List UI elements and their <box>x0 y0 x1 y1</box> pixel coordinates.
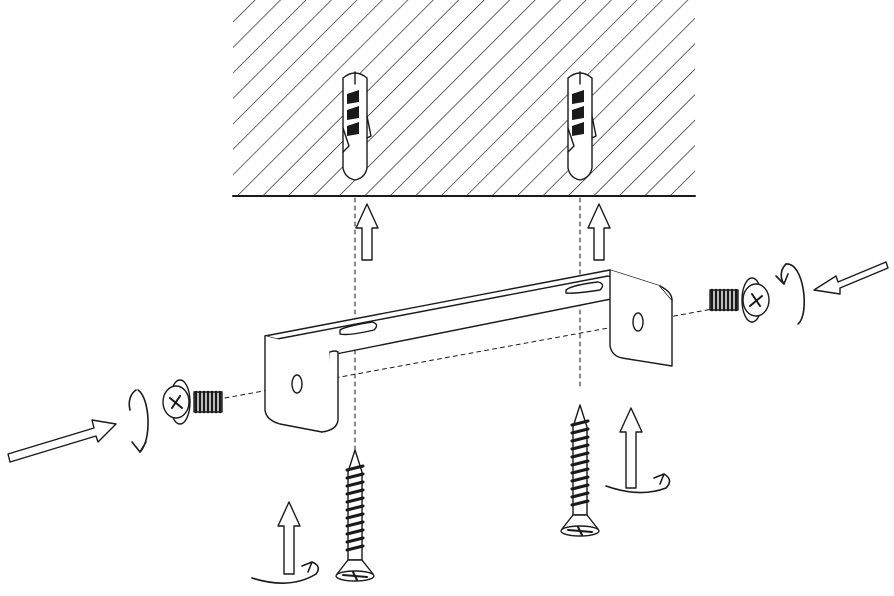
wood-screw-left <box>334 448 376 583</box>
rotation-arrow-icon <box>128 389 149 453</box>
hatched-wall <box>232 0 696 197</box>
wall-anchor-left <box>342 71 372 181</box>
wall-anchor-right <box>567 71 597 181</box>
up-arrow-icon <box>619 407 643 489</box>
straight-arrow-icon <box>7 419 117 463</box>
u-bracket <box>264 269 673 433</box>
up-arrow-icon <box>355 203 379 261</box>
machine-screw-right <box>708 276 771 324</box>
rotation-arrow-icon <box>251 561 320 584</box>
wood-screw-right <box>559 403 601 538</box>
up-arrow-icon <box>277 501 301 575</box>
rotation-arrow-icon <box>775 263 805 325</box>
up-arrow-icon <box>587 203 611 261</box>
machine-screw-left <box>161 378 224 426</box>
straight-arrow-icon <box>813 261 889 295</box>
rotation-arrow-icon <box>605 473 671 494</box>
